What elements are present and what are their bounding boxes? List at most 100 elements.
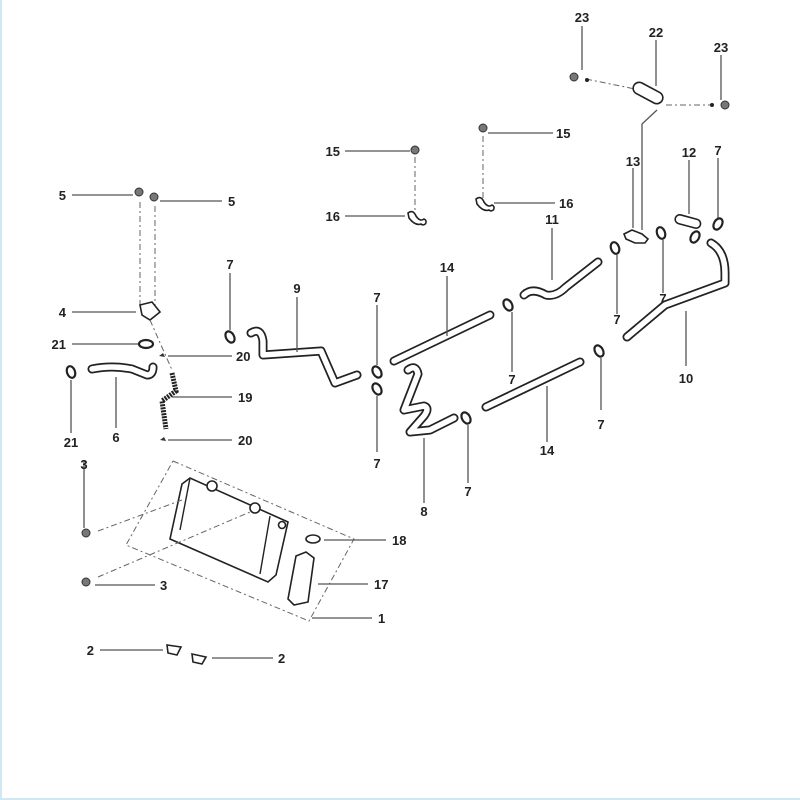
bolt-5b <box>149 192 159 202</box>
callout-14b: 14 <box>540 443 555 458</box>
hose-6-inner <box>89 364 156 378</box>
bolt-23a-tip <box>585 78 589 82</box>
part-number: 12 <box>86 786 88 787</box>
callout-5a: 5 <box>59 188 66 203</box>
part-entry: 22 Bracket; <box>143 786 150 787</box>
part-entry: 13 Fitting; <box>92 786 98 787</box>
leader-13b <box>641 109 658 230</box>
callout-2a: 2 <box>87 643 94 658</box>
part-entry: 20 Clip; <box>135 786 140 787</box>
clamp-7 <box>502 298 514 312</box>
fitting-13 <box>622 229 650 244</box>
pipe-14-upper <box>389 276 495 366</box>
part-name: Bolt <box>150 786 153 787</box>
bolt-15a <box>410 145 420 155</box>
hose-9-inner <box>248 328 360 386</box>
callout-4: 4 <box>59 305 67 320</box>
hose-8 <box>399 363 459 503</box>
callout-7c: 7 <box>373 290 380 305</box>
part-entry: 4 Thermostat housing; <box>46 786 57 787</box>
part-number: 22 <box>143 786 146 787</box>
clamp-7 <box>609 241 621 255</box>
bolt-5a <box>134 187 144 197</box>
clip-16b <box>475 196 495 212</box>
part-number: 3 <box>43 786 44 787</box>
bracket-group-22 <box>569 26 730 230</box>
pipe-14b-inner <box>483 359 583 410</box>
part-number: 21 <box>139 786 141 787</box>
part-name: Bolt <box>44 786 46 787</box>
bolt-23a <box>569 72 579 82</box>
bracket-22 <box>632 81 664 105</box>
part-entry: 15 Bolt; <box>101 786 106 787</box>
middle-clamps <box>371 298 605 483</box>
callout-14a: 14 <box>440 260 455 275</box>
part-number: 14 <box>97 786 99 787</box>
callout-22: 22 <box>649 25 663 40</box>
callout-19: 19 <box>238 390 252 405</box>
clamp-7 <box>655 226 667 240</box>
callout-13: 13 <box>626 154 640 169</box>
callout-16b: 16 <box>559 196 573 211</box>
oring-21a <box>137 338 155 350</box>
connector-12 <box>674 213 702 229</box>
callout-17: 17 <box>374 577 388 592</box>
callout-7a: 7 <box>714 143 721 158</box>
part-name: Reservoir cap <box>120 786 127 787</box>
hose-11-inner <box>521 259 601 299</box>
callout-7d: 7 <box>373 456 380 471</box>
callout-7b: 7 <box>226 257 233 272</box>
callout-21a: 21 <box>52 337 66 352</box>
part-name: Fitting <box>94 786 97 787</box>
diagram-title: Radiator / cooling hoses exploded parts … <box>4 786 26 787</box>
part-number: 1 <box>25 786 27 787</box>
part-name: Bolt <box>102 786 105 787</box>
hose-9 <box>224 273 362 388</box>
part-number: 11 <box>81 786 83 787</box>
part-number: 5 <box>56 786 58 787</box>
upper-right-fittings <box>609 158 724 314</box>
reservoir-cap-18 <box>305 534 321 544</box>
clamp-7 <box>371 382 383 396</box>
part-name: Thermostat housing <box>47 786 56 787</box>
callout-7h: 7 <box>508 372 515 387</box>
callout-7f: 7 <box>659 291 666 306</box>
part-number: 18 <box>119 786 121 787</box>
part-name: Radiator assembly <box>26 786 35 787</box>
part-number: 6 <box>59 786 61 787</box>
part-entry: 17 Reservoir tank; <box>110 786 120 787</box>
part-entry: 9 Hose; <box>73 786 78 787</box>
bolt-23b <box>720 100 730 110</box>
mounts-group <box>100 644 273 665</box>
part-name: Hose <box>83 786 86 787</box>
hose-8-inner <box>401 365 457 435</box>
callout-labels: 23 22 23 15 15 16 16 13 12 7 11 5 5 7 14… <box>52 10 729 666</box>
part-name: Hose <box>74 786 78 787</box>
part-entry: 16 Pipe clip; <box>105 786 111 787</box>
radiator-assembly <box>81 460 386 622</box>
bolt-3a <box>81 528 91 538</box>
oring-21b <box>65 365 77 379</box>
part-name: Bracket <box>145 786 149 787</box>
part-name: Breather tube <box>128 786 135 787</box>
part-name: Rubber mount <box>36 786 43 787</box>
part-entry: 10 Hose; <box>77 786 82 787</box>
callout-20a: 20 <box>236 349 250 364</box>
callout-12: 12 <box>682 145 696 160</box>
part-number: 17 <box>110 786 113 787</box>
part-name: Pipe <box>98 786 101 787</box>
callout-7g: 7 <box>613 312 620 327</box>
callout-3a: 3 <box>80 457 87 472</box>
part-number: 8 <box>70 786 71 787</box>
callout-11: 11 <box>545 212 559 227</box>
callout-3b: 3 <box>160 578 167 593</box>
callout-23b: 23 <box>714 40 728 55</box>
part-entry: 3 Bolt; <box>43 786 47 787</box>
radiator-side-right <box>259 515 271 575</box>
bolt-3b <box>81 577 91 587</box>
parts-list: 1 Radiator assembly; 2 Rubber mount; 3 B… <box>26 786 153 787</box>
reservoir-tank-17 <box>287 551 315 606</box>
pipe-14a-inner <box>391 312 493 364</box>
